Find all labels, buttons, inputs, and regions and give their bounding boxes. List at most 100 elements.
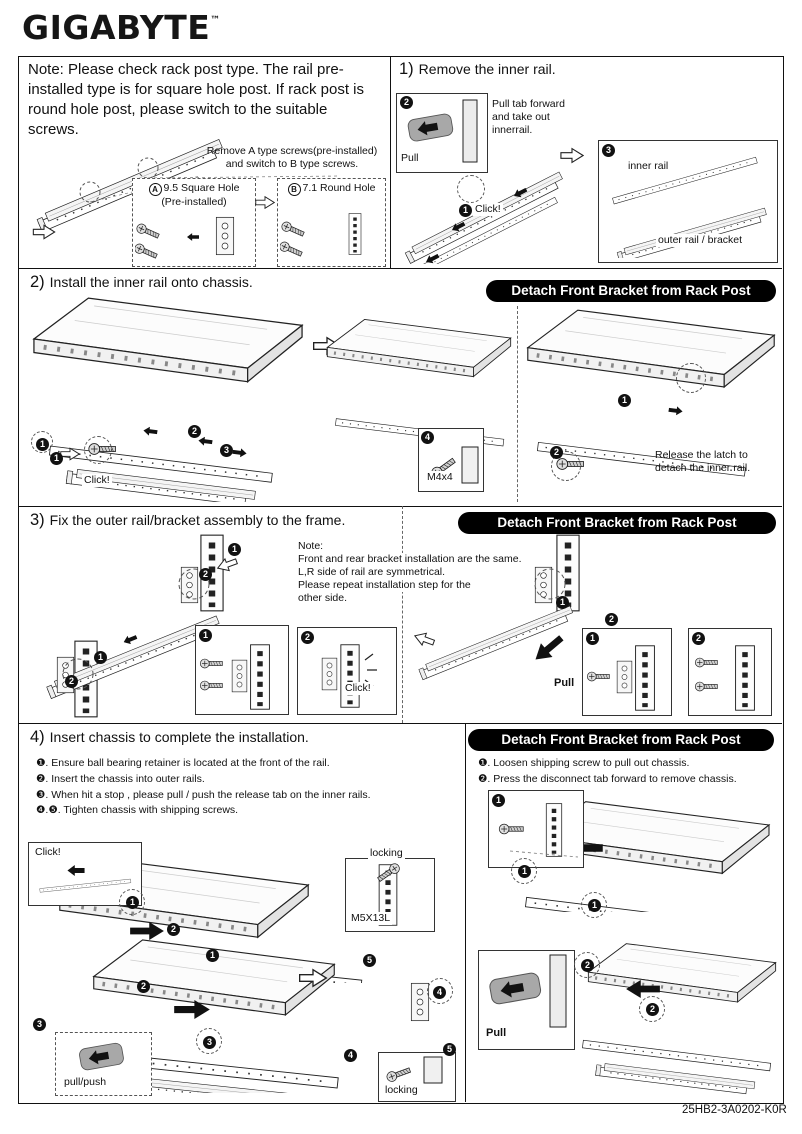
marker-1: 1	[199, 629, 212, 642]
marker-1: 1	[228, 543, 241, 556]
marker-1: 1	[459, 204, 472, 217]
step3-install-illustration	[45, 532, 240, 720]
row-divider-1	[18, 268, 782, 269]
step4-detach-instructions: ❶. Loosen shipping screw to pull out cha…	[478, 756, 778, 788]
step3-number: 3)	[30, 511, 45, 529]
marker-2: 2	[137, 980, 150, 993]
click-label-step2: Click!	[82, 474, 112, 488]
pull-detail-box-step4	[478, 950, 575, 1050]
step3-title-text: Fix the outer rail/bracket assembly to t…	[49, 512, 346, 528]
round-hole-title-text: 7.1 Round Hole	[302, 182, 376, 194]
detail-dashed-circle	[427, 978, 453, 1004]
pull-note-line1: Pull tab forward	[492, 98, 565, 110]
circled-a-icon: A	[148, 183, 162, 196]
marker-1: 1	[586, 632, 599, 645]
step1-title-text: Remove the inner rail.	[418, 61, 556, 77]
step3-note-line1: Note:	[296, 540, 326, 554]
marker-1: 1	[518, 865, 531, 878]
marker-3: 3	[203, 1036, 216, 1049]
post-bracket-detail-box-1	[195, 625, 289, 715]
marker-1: 1	[556, 596, 569, 609]
pull-label-step3: Pull	[552, 677, 577, 691]
marker-1: 1	[94, 651, 107, 664]
marker-1: 1	[588, 899, 601, 912]
main-frame	[18, 56, 784, 1104]
remove-screws-instruction-line1: Remove A type screws(pre-installed)	[206, 145, 378, 157]
step4-instruction-2: ❷. Insert the chassis into outer rails.	[36, 772, 205, 785]
marker-2: 2	[199, 568, 212, 581]
detail-dashed-circle	[574, 952, 600, 978]
marker-1: 1	[492, 794, 505, 807]
step4-removal-illustration-2	[581, 942, 777, 1095]
detach-badge-step4: Detach Front Bracket from Rack Post	[468, 729, 774, 751]
step4-detach-instruction-2: ❷. Press the disconnect tab forward to r…	[478, 772, 737, 785]
marker-4: 4	[344, 1049, 357, 1062]
detail-dashed-circle	[119, 889, 145, 915]
screw-a-illustration	[135, 216, 235, 261]
post-screws-illustration	[694, 643, 770, 713]
inner-rail-label: inner rail	[626, 160, 671, 174]
m4x4-label: M4x4	[425, 471, 455, 485]
step4-instructions: ❶. Ensure ball bearing retainer is locat…	[36, 756, 456, 819]
circled-b-icon: B	[287, 183, 301, 196]
click-label-step4: Click!	[33, 846, 63, 860]
screw-b-illustration	[280, 209, 382, 259]
step3-note-line4: Please repeat installation step for the	[296, 579, 473, 593]
detail-dashed-circle	[581, 892, 607, 918]
pull-tab-illustration	[406, 99, 478, 163]
marker-2: 2	[581, 959, 594, 972]
step4-instruction-1: ❶. Ensure ball bearing retainer is locat…	[36, 757, 330, 769]
step3-note-line2: Front and rear bracket installation are …	[296, 553, 524, 567]
detail-dashed-circle	[196, 1028, 222, 1054]
row-divider-2	[18, 506, 782, 507]
pull-tab-illustration-step4	[488, 954, 567, 1028]
marker-2: 2	[550, 446, 563, 459]
marker-2: 2	[692, 632, 705, 645]
detach-badge-step3: Detach Front Bracket from Rack Post	[458, 512, 776, 534]
gigabyte-logo: GIGABYTE™	[22, 8, 221, 47]
click-label-step3: Click!	[343, 682, 373, 696]
step2-title-text: Install the inner rail onto chassis.	[49, 274, 253, 290]
marker-4: 4	[421, 431, 434, 444]
gigabyte-logo-text: GIGABYTE	[22, 8, 211, 47]
pull-note-line2: and take out	[492, 111, 550, 123]
detail-dashed-circle	[676, 363, 706, 393]
m4x4-screw-illustration	[429, 446, 479, 484]
marker-2: 2	[605, 613, 618, 626]
marker-1: 1	[618, 394, 631, 407]
marker-2: 2	[65, 675, 78, 688]
marker-1: 1	[206, 949, 219, 962]
detail-dashed-circle	[639, 996, 665, 1022]
column-divider-row4	[465, 723, 466, 1102]
column-divider-row1	[390, 56, 391, 268]
locking-screw-illustration	[385, 1056, 443, 1084]
marker-2: 2	[188, 425, 201, 438]
marker-1: 1	[50, 452, 63, 465]
marker-5: 5	[363, 954, 376, 967]
marker-3: 3	[220, 444, 233, 457]
release-latch-note-line1: Release the latch to	[655, 449, 748, 461]
marker-2: 2	[167, 923, 180, 936]
white-arrow-step1	[560, 148, 584, 163]
marker-1: 1	[36, 438, 49, 451]
step4-title: 4)Insert chassis to complete the install…	[30, 728, 309, 747]
post-click-illustration	[321, 642, 377, 710]
step3-detach-illustration	[412, 532, 780, 681]
outer-rail-label: outer rail / bracket	[656, 234, 745, 248]
pullpush-tab-illustration	[77, 1041, 125, 1072]
pull-label-step4: Pull	[484, 1027, 509, 1041]
marker-1: 1	[126, 896, 139, 909]
locking-label: locking	[368, 847, 405, 861]
detail-dashed-circle	[551, 451, 581, 481]
part-number: 25HB2-3A0202-K0R	[682, 1104, 787, 1116]
post-bracket-screw-illustration	[586, 643, 670, 713]
detail-dashed-circle	[31, 431, 53, 453]
step3-note-line5: other side.	[296, 592, 350, 606]
column-divider-row2	[517, 306, 518, 502]
square-hole-title-text: 9.5 Square Hole	[163, 182, 240, 194]
white-arrow-between-screw-boxes	[255, 196, 275, 209]
m5x13l-label: M5X13L	[349, 912, 393, 926]
